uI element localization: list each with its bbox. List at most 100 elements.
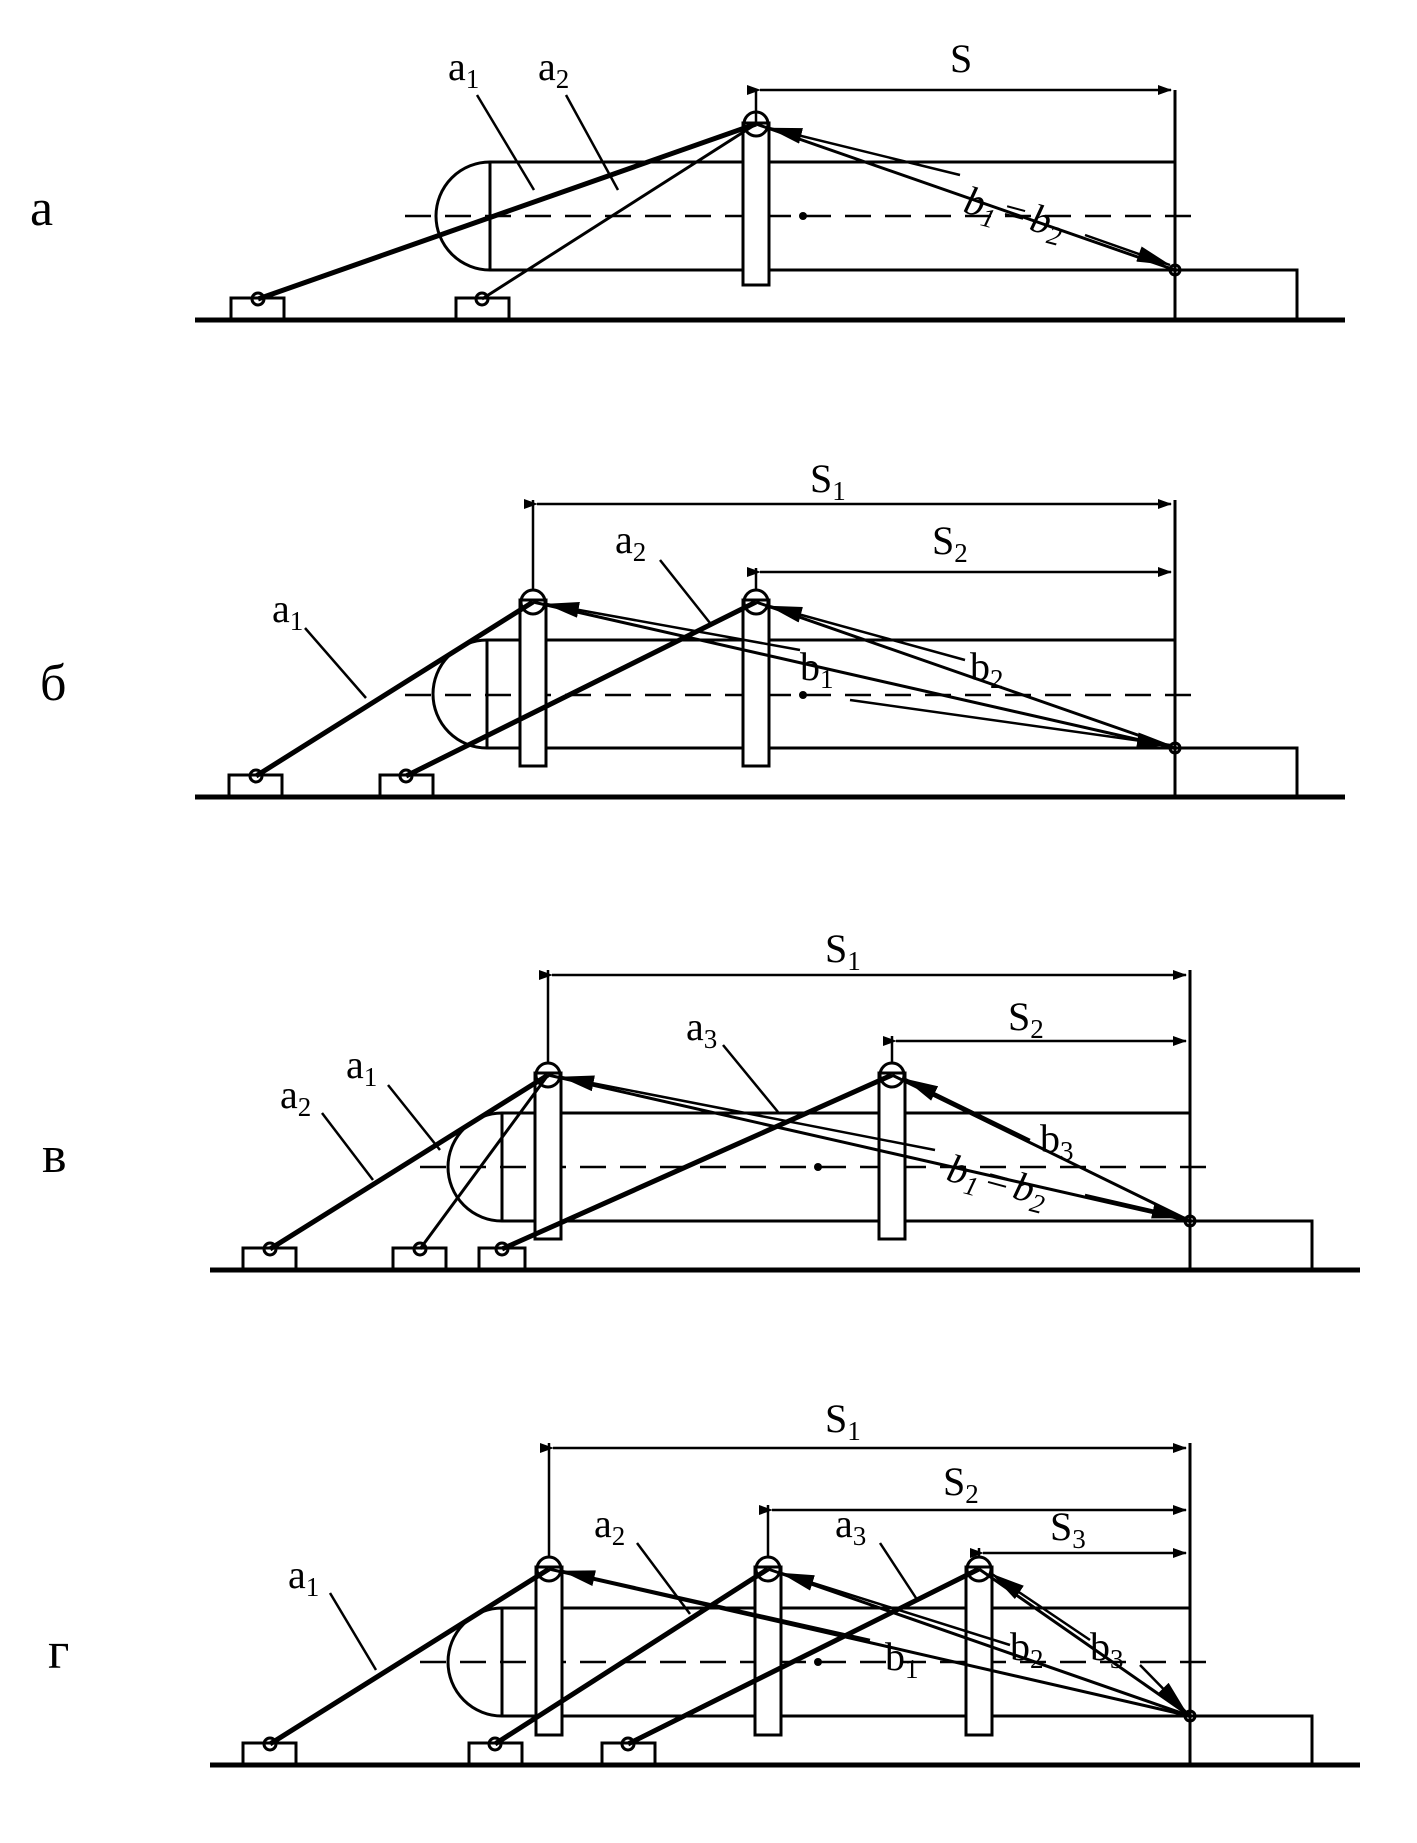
label-a3: a3 [686, 1004, 717, 1054]
leader-line [722, 1044, 779, 1113]
cable-a2 [268, 1072, 550, 1252]
support-block [1175, 746, 1299, 797]
label-pointer [768, 604, 966, 662]
anchor-pin [398, 768, 414, 784]
label-pointer [904, 1077, 1031, 1142]
panel-letter: б [40, 655, 66, 712]
label-b1-b2: b1=b2 [941, 1145, 1052, 1220]
ground-anchor [477, 1246, 527, 1272]
cable-a1 [254, 599, 535, 779]
label-a1: a1 [288, 1552, 319, 1602]
ground-anchor [454, 296, 511, 322]
ground-anchor [467, 1741, 524, 1767]
label-a2: a2 [615, 517, 646, 567]
label-pointer [1084, 233, 1171, 267]
label-b1: b1 [800, 644, 834, 694]
anchor-pin [250, 291, 266, 307]
anchor-pin [262, 1736, 278, 1752]
cable-a2 [493, 1566, 770, 1747]
label-b3: b3 [1090, 1624, 1124, 1674]
cable-b1 [548, 1567, 1191, 1718]
cable-b1 [532, 600, 1176, 750]
leader-line [321, 1112, 374, 1181]
ground-anchor [227, 773, 284, 799]
label-a1: a1 [448, 44, 479, 94]
cable-b [755, 122, 1176, 272]
vessel-body [431, 638, 1175, 750]
leader-line [387, 1084, 441, 1151]
vessel-body [446, 1606, 1190, 1718]
panel-letter: в [42, 1127, 67, 1184]
support-block [1175, 268, 1299, 320]
label-b1: b1 [885, 1634, 919, 1684]
support-block [1190, 1219, 1314, 1270]
label-a1: a1 [272, 586, 303, 636]
cable-a1 [268, 1566, 551, 1747]
cable-a3 [500, 1072, 894, 1252]
label-pointer [560, 1075, 936, 1152]
leader-line [304, 627, 367, 699]
vessel-body [446, 1111, 1190, 1223]
ground-anchor [391, 1246, 448, 1272]
leader-line [564, 94, 620, 191]
label-b1-b2: b1=b2 [958, 177, 1069, 252]
label-a2: a2 [280, 1072, 311, 1122]
cable-b2 [767, 1567, 1191, 1718]
dimension-label-s2: S2 [943, 1459, 979, 1509]
label-a2: a2 [538, 44, 569, 94]
label-pointer [991, 1572, 1091, 1642]
anchor-pin [494, 1241, 510, 1257]
center-of-mass-dot [814, 1658, 822, 1666]
leader-line [475, 94, 536, 191]
leader-line [635, 1542, 692, 1615]
hinge-point [1183, 1214, 1197, 1228]
panel-g: г S1 S2 [48, 1396, 1360, 1768]
cable-a2 [481, 122, 757, 301]
label-a3: a3 [835, 1501, 866, 1551]
dimension-label-s1: S1 [825, 926, 861, 976]
mast-column [518, 598, 548, 768]
cable-b1 [547, 1073, 1191, 1223]
hinge-point [1183, 1709, 1197, 1723]
dimension-label-s: S [950, 36, 972, 81]
center-of-mass-dot [814, 1163, 822, 1171]
leader-line [328, 1592, 378, 1671]
mast-column [741, 121, 771, 287]
mast-column [964, 1565, 994, 1737]
label-pointer [780, 1571, 1011, 1647]
anchor-pin [412, 1241, 428, 1257]
ground-anchor [378, 773, 435, 799]
label-b2: b2 [1010, 1624, 1044, 1674]
cable-a1 [257, 121, 757, 302]
hinge-point [1168, 263, 1182, 277]
mast-column [741, 598, 771, 768]
label-pointer [849, 698, 1171, 749]
dimension-label-s2: S2 [1008, 994, 1044, 1044]
label-b2: b2 [970, 644, 1004, 694]
leader-line [659, 559, 711, 624]
panel-letter: г [48, 1623, 69, 1680]
anchor-pin [487, 1736, 503, 1752]
label-pointer [768, 126, 961, 177]
ground-anchor [600, 1741, 657, 1767]
dimension-label-s3: S3 [1050, 1504, 1086, 1554]
label-pointer [1139, 1664, 1187, 1713]
anchor-pin [474, 291, 490, 307]
cable-b3 [891, 1073, 1191, 1223]
ground-anchor [241, 1741, 298, 1767]
label-pointer [545, 602, 801, 652]
label-a2: a2 [594, 1501, 625, 1551]
label-b3: b3 [1040, 1116, 1074, 1166]
panel-a: а S a1 a2 b1=b2 [30, 36, 1345, 323]
cable-b2 [755, 600, 1176, 750]
center-of-mass-dot [799, 691, 807, 699]
label-pointer [561, 1569, 871, 1642]
center-of-mass-dot [799, 212, 807, 220]
dimension-label-s1: S1 [825, 1396, 861, 1446]
anchor-pin [620, 1736, 636, 1752]
anchor-pin [262, 1241, 278, 1257]
cable-a3 [626, 1566, 981, 1747]
ground-anchor [229, 296, 286, 322]
cable-a1 [418, 1074, 550, 1250]
